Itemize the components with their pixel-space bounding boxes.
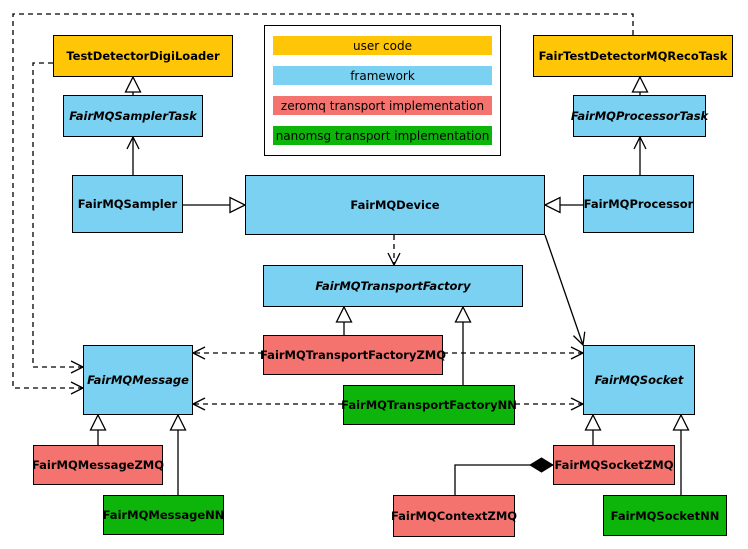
inheritance-arrowhead-icon (454, 305, 472, 323)
edge-digiloader-depends-message (32, 62, 83, 368)
node-fairmqsamplertask: FairMQSamplerTask (63, 95, 203, 137)
node-fairmqprocessortask: FairMQProcessorTask (571, 95, 708, 137)
inheritance-arrowhead-icon (169, 413, 187, 431)
open-arrowhead-icon (191, 397, 206, 411)
inheritance-arrowhead-icon (335, 305, 353, 323)
open-arrowhead-icon (126, 135, 140, 150)
node-fairmqdevice: FairMQDevice (245, 175, 545, 235)
inheritance-arrowhead-icon (124, 75, 142, 93)
node-fairmqsocket: FairMQSocket (583, 345, 695, 415)
legend-item-framework: framework (273, 66, 492, 85)
node-fairmqsampler: FairMQSampler (72, 175, 183, 233)
node-fairmqsocketnn: FairMQSocketNN (603, 495, 727, 536)
node-fairmqmessage: FairMQMessage (83, 345, 193, 415)
node-fairtestdetectormqrecotask: FairTestDetectorMQRecoTask (533, 35, 733, 77)
node-fairmqmessagezmq: FairMQMessageZMQ (32, 445, 164, 485)
node-fairmqtransportfactoryzmq: FairMQTransportFactoryZMQ (260, 335, 446, 375)
composition-diamond-icon (529, 457, 554, 473)
edge-recotask-depends-message (12, 13, 634, 389)
open-arrowhead-icon (633, 135, 647, 150)
inheritance-arrowhead-icon (672, 413, 690, 431)
inheritance-arrowhead-icon (89, 413, 107, 431)
node-fairmqtransportfactorynn: FairMQTransportFactoryNN (341, 385, 517, 425)
node-fairmqsocketzmq: FairMQSocketZMQ (553, 445, 675, 485)
node-fairmqcontextzmq: FairMQContextZMQ (391, 495, 517, 537)
node-fairmqprocessor: FairMQProcessor (583, 175, 694, 233)
node-testdetectordigiloader: TestDetectorDigiLoader (53, 35, 233, 77)
legend: user code framework zeromq transport imple… (264, 25, 501, 156)
node-fairmqmessagenn: FairMQMessageNN (103, 495, 224, 535)
inheritance-arrowhead-icon (543, 196, 561, 214)
node-fairmqtransportfactory: FairMQTransportFactory (263, 265, 523, 307)
open-arrowhead-icon (191, 346, 206, 360)
edge-contextzmq-composes-socketzmq (454, 464, 553, 495)
inheritance-arrowhead-icon (631, 75, 649, 93)
legend-item-nanomsg: nanomsg transport implementation (273, 126, 492, 145)
inheritance-arrowhead-icon (584, 413, 602, 431)
legend-item-zeromq: zeromq transport implementation (273, 96, 492, 115)
legend-item-user_code: user code (273, 36, 492, 55)
inheritance-arrowhead-icon (229, 196, 247, 214)
edge-device-uses-socket (544, 234, 584, 346)
